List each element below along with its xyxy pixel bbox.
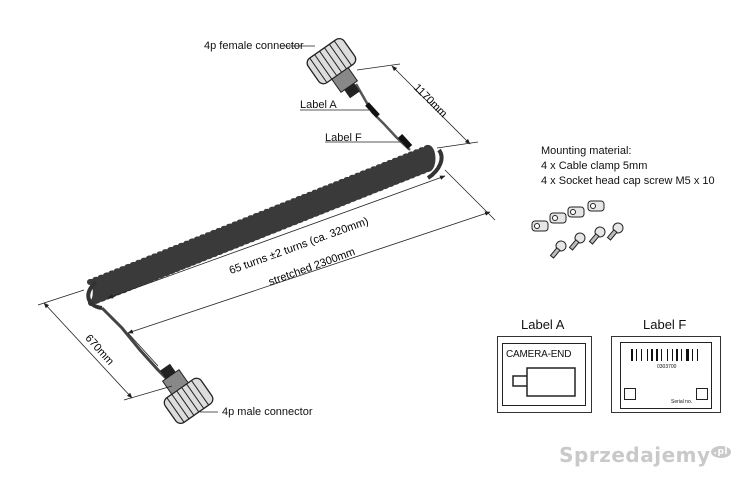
barcode-bar (676, 349, 678, 361)
dim-stretched-line (127, 169, 496, 367)
dim-1170-line (356, 63, 479, 149)
label-f-pointer-text: Label F (325, 132, 362, 144)
label-a-sleeve (365, 102, 380, 118)
barcode-bar (681, 349, 682, 361)
barcode-icon (631, 349, 699, 361)
corner-box-left (624, 388, 636, 400)
label-a-card-title: Label A (521, 317, 565, 332)
barcode-bar (656, 349, 658, 361)
mounting-line-2: 4 x Socket head cap screw M5 x 10 (541, 175, 715, 187)
barcode-bar (647, 349, 648, 361)
label-a-inner: CAMERA-END (502, 343, 586, 406)
mounting-material: Mounting material: 4 x Cable clamp 5mm 4… (541, 144, 715, 189)
male-connector-icon (160, 363, 214, 425)
corner-box-right (696, 388, 708, 400)
label-f-sleeve (397, 133, 413, 150)
camera-end-text: CAMERA-END (506, 349, 572, 360)
mounting-line-1: 4 x Cable clamp 5mm (541, 160, 648, 172)
female-connector-icon (306, 37, 360, 99)
mounting-title: Mounting material: (541, 145, 632, 157)
barcode-bar (651, 349, 653, 361)
barcode-bar (641, 349, 642, 361)
label-f-card-title: Label F (643, 317, 687, 332)
watermark-text: Sprzedajemy (559, 443, 711, 467)
watermark-logo: Sprzedajemy.pl (559, 443, 731, 467)
barcode-bar (661, 349, 662, 361)
dim-1170-text: 1170mm (411, 82, 449, 120)
barcode-bar (692, 349, 693, 361)
barcode-bar (636, 349, 637, 361)
male-connector-label: 4p male connector (222, 406, 313, 418)
barcode-bar (672, 349, 673, 361)
label-f-inner: 0303700 Serial no. (620, 342, 712, 409)
camera-icon (512, 367, 576, 397)
female-connector-label: 4p female connector (204, 40, 304, 52)
label-f-card: 0303700 Serial no. (611, 336, 721, 413)
barcode-bar (697, 349, 698, 361)
label-a-pointer-text: Label A (300, 99, 337, 111)
serial-text: Serial no. (671, 399, 693, 405)
barcode-bar (667, 349, 668, 361)
barcode-number: 0303700 (657, 364, 677, 370)
coiled-cable-icon (86, 145, 444, 310)
watermark-suffix: .pl (710, 446, 731, 459)
barcode-bar (686, 349, 689, 361)
dim-670-line (37, 289, 173, 401)
clamp-icon (531, 200, 605, 232)
barcode-bar (631, 349, 633, 361)
screw-icon (549, 222, 624, 259)
label-a-card: CAMERA-END (497, 336, 592, 413)
